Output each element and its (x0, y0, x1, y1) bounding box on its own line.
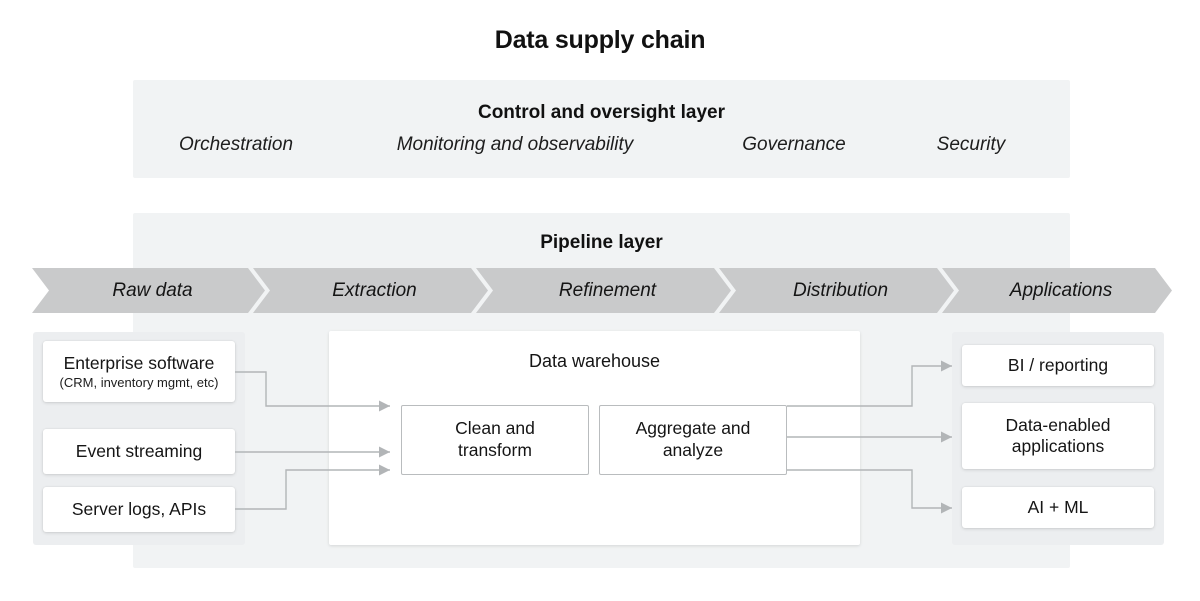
control-and-oversight-layer: Control and oversight layer Orchestratio… (133, 80, 1070, 178)
pipeline-stage-label: Applications (1009, 279, 1113, 301)
process-aggregate-line2: analyze (662, 440, 724, 460)
source-box-enterprise-software[interactable]: Enterprise software(CRM, inventory mgmt,… (43, 341, 235, 402)
application-box-title: Data-enabled (1005, 414, 1111, 435)
application-box-title: AI + ML (1027, 496, 1089, 517)
pipeline-stage-chevrons: Raw data Extraction Refinement Distribution… (0, 268, 1200, 313)
pipeline-stage-refinement[interactable]: Refinement (476, 268, 731, 313)
page-title: Data supply chain (494, 26, 706, 54)
control-layer-items: Orchestration Monitoring and observabilit… (133, 134, 1070, 168)
process-clean-line1: Clean and (455, 418, 535, 439)
pipeline-layer-heading: Pipeline layer (540, 232, 663, 253)
process-aggregate-and-analyze[interactable]: Aggregate and analyze (599, 405, 787, 475)
application-box-bi-reporting[interactable]: BI / reporting (962, 345, 1154, 386)
pipeline-stage-label: Raw data (112, 279, 193, 301)
source-box-server-logs-apis[interactable]: Server logs, APIs (43, 487, 235, 532)
source-box-title: Event streaming (75, 440, 203, 461)
process-clean-and-transform[interactable]: Clean and transform (401, 405, 589, 475)
control-item-security[interactable]: Security (936, 134, 1006, 155)
process-aggregate-line1: Aggregate and (635, 418, 751, 439)
data-warehouse-container: Data warehouse Clean and transform Aggre… (329, 331, 860, 545)
pipeline-stage-applications[interactable]: Applications (942, 268, 1172, 313)
application-box-title: BI / reporting (1007, 354, 1109, 375)
source-box-subtitle: (CRM, inventory mgmt, etc) (59, 374, 219, 390)
application-box-ai-ml[interactable]: AI + ML (962, 487, 1154, 528)
source-box-title: Server logs, APIs (71, 498, 207, 519)
process-clean-line2: transform (458, 440, 532, 460)
pipeline-stage-label: Refinement (558, 279, 657, 301)
pipeline-stage-extraction[interactable]: Extraction (253, 268, 488, 313)
source-box-event-streaming[interactable]: Event streaming (43, 429, 235, 474)
control-layer-heading: Control and oversight layer (477, 102, 726, 123)
source-box-title: Enterprise software (63, 352, 215, 373)
control-item-governance[interactable]: Governance (742, 134, 846, 155)
pipeline-stage-label: Extraction (332, 279, 417, 301)
data-warehouse-title: Data warehouse (528, 351, 661, 371)
control-item-orchestration[interactable]: Orchestration (178, 134, 294, 155)
pipeline-stage-distribution[interactable]: Distribution (719, 268, 954, 313)
control-item-monitoring-and-observability[interactable]: Monitoring and observability (396, 134, 634, 155)
pipeline-stage-label: Distribution (792, 279, 889, 301)
pipeline-stage-raw-data[interactable]: Raw data (32, 268, 265, 313)
application-box-subtitle: applications (1011, 436, 1105, 456)
